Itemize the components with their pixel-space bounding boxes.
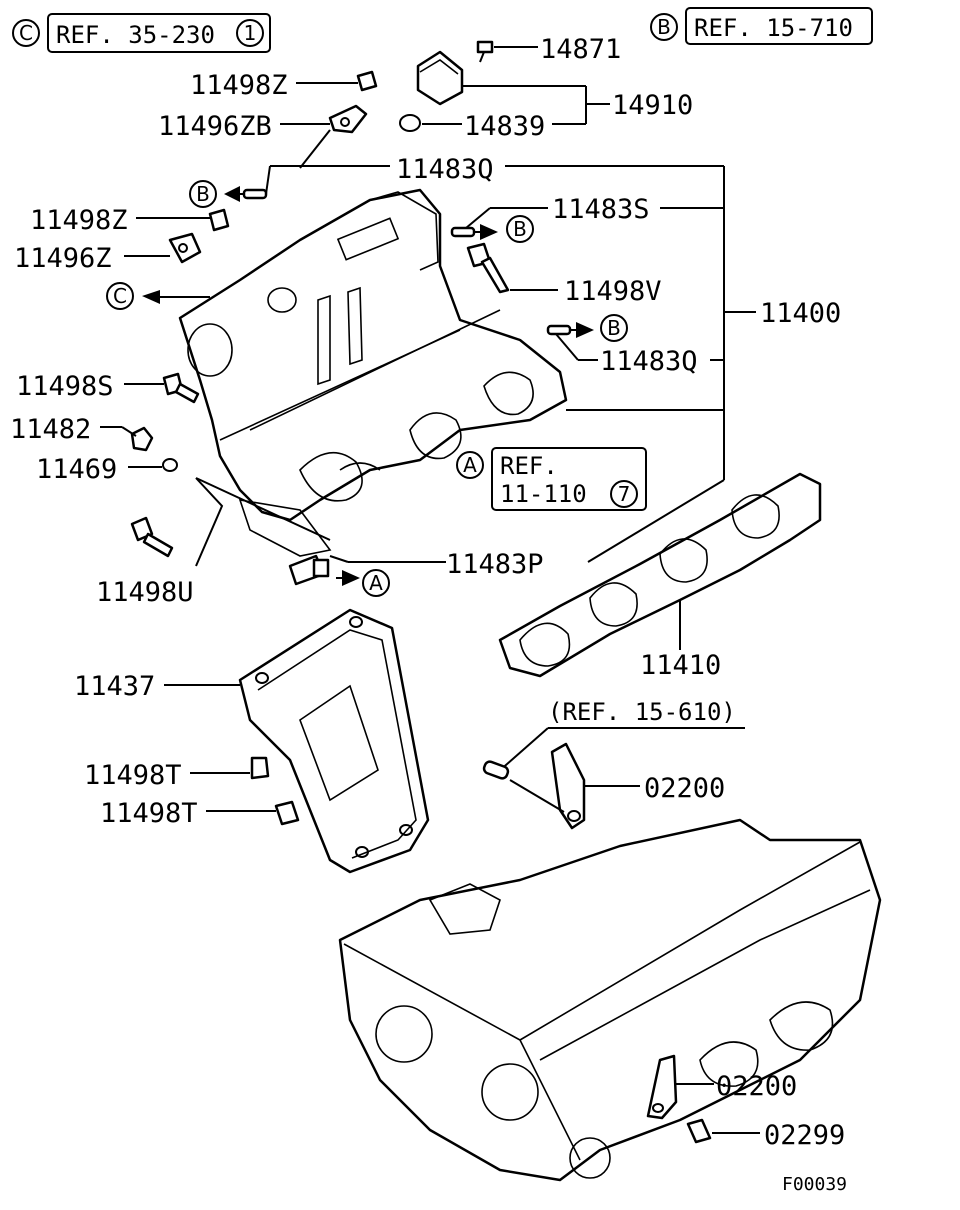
part-11483p-pipe[interactable]: A: [288, 554, 446, 597]
part-11496zb-bracket[interactable]: [280, 104, 368, 169]
part-11483q-top[interactable]: B: [189, 165, 724, 208]
part-14910-sensor[interactable]: [416, 50, 610, 124]
ref-15-610-text: (REF. 15-610): [548, 698, 736, 726]
part-11483s-pin[interactable]: B: [450, 207, 724, 243]
ref-box-a[interactable]: A REF. 11-110 7: [456, 447, 647, 511]
ref-c-circled: 1: [244, 21, 257, 45]
part-02200-bracket-upper[interactable]: [482, 742, 640, 830]
label-11482: 11482: [10, 414, 91, 445]
part-11498z-mid[interactable]: [136, 208, 230, 232]
ref-a-text-2: 11-110: [500, 480, 587, 508]
label-02200-upper: 02200: [644, 773, 725, 804]
part-11469-washer[interactable]: [128, 458, 178, 472]
label-11483s: 11483S: [552, 194, 650, 225]
label-11496z: 11496Z: [14, 243, 112, 274]
part-11496z-bracket[interactable]: [124, 232, 202, 264]
label-02299: 02299: [764, 1120, 845, 1151]
part-11498u-bolt[interactable]: [130, 477, 331, 567]
marker-b-3: B: [607, 316, 621, 340]
ref-b-text: REF. 15-710: [694, 14, 853, 42]
part-11498z-top[interactable]: [296, 70, 378, 92]
label-11498z-top: 11498Z: [190, 70, 288, 101]
label-11498t-a: 11498T: [84, 760, 182, 791]
cylinder-head[interactable]: [338, 818, 882, 1182]
ref-box-c[interactable]: C REF. 35-230 1: [12, 13, 271, 53]
ref-b-letter: B: [657, 15, 671, 39]
ref-a-text-1: REF.: [500, 452, 558, 480]
part-11498v-bolt[interactable]: [466, 242, 558, 294]
label-11483p: 11483P: [446, 549, 544, 580]
label-14871: 14871: [540, 34, 621, 65]
label-11469: 11469: [36, 454, 117, 485]
part-14839-oring[interactable]: [399, 114, 586, 132]
figure-code: F00039: [782, 1174, 847, 1195]
ref-15-610[interactable]: (REF. 15-610): [497, 698, 745, 773]
marker-b-2: B: [513, 217, 527, 241]
marker-a: A: [369, 571, 383, 595]
part-11483q-right[interactable]: B: [546, 314, 724, 361]
part-11437-stay[interactable]: [164, 608, 430, 874]
ref-c-letter: C: [19, 21, 33, 45]
ref-c-text: REF. 35-230: [56, 21, 215, 49]
label-11496zb: 11496ZB: [158, 111, 272, 142]
label-14910: 14910: [612, 90, 693, 121]
label-11498v: 11498V: [564, 276, 662, 307]
part-11410-gasket[interactable]: [498, 472, 822, 678]
label-11498t-b: 11498T: [100, 798, 198, 829]
marker-b-1: B: [196, 182, 210, 206]
marker-c: C: [113, 284, 127, 308]
part-02200-bracket-lower[interactable]: [646, 1054, 714, 1120]
part-14871-bolt[interactable]: [476, 40, 538, 63]
part-11400-intake-manifold[interactable]: [178, 188, 568, 557]
label-11498u: 11498U: [96, 577, 194, 608]
label-11437: 11437: [74, 671, 155, 702]
callout-11400: [566, 166, 756, 563]
part-11498s-bolt[interactable]: [124, 372, 200, 404]
label-11483q-top: 11483Q: [396, 154, 494, 185]
ref-a-circled: 7: [618, 482, 631, 506]
label-11498s: 11498S: [16, 371, 114, 402]
label-11483q-right: 11483Q: [600, 346, 698, 377]
label-11410: 11410: [640, 650, 721, 681]
part-11482-nut[interactable]: [100, 426, 154, 452]
part-11498t-bolt-b[interactable]: [206, 800, 300, 826]
label-14839: 14839: [464, 111, 545, 142]
ref-box-b[interactable]: B REF. 15-710: [650, 7, 873, 45]
ref-a-letter: A: [463, 453, 477, 477]
marker-c-arrow[interactable]: C: [106, 282, 210, 310]
part-02299-bolt[interactable]: [686, 1118, 760, 1144]
label-02200-lower: 02200: [716, 1071, 797, 1102]
label-11498z-mid: 11498Z: [30, 205, 128, 236]
label-11400: 11400: [760, 298, 841, 329]
part-11498t-bolt-a[interactable]: [190, 756, 270, 780]
